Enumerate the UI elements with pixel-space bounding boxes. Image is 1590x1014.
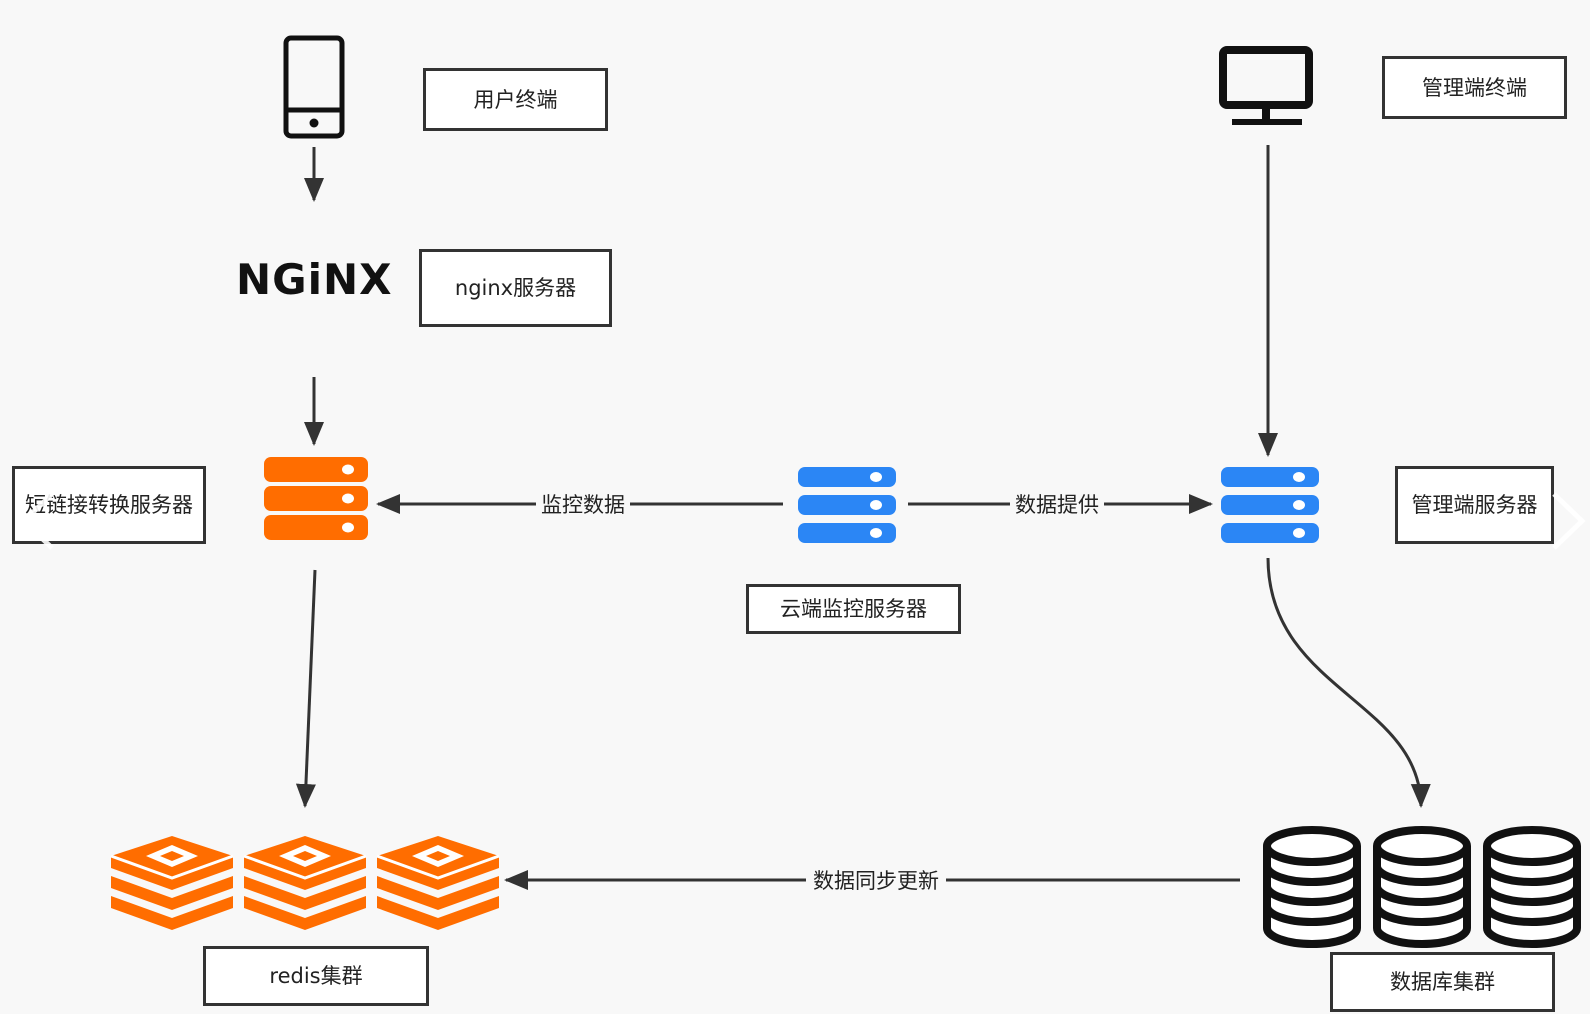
database-cluster-icon — [1263, 826, 1581, 948]
label-admin-terminal: 管理端终端 — [1382, 56, 1567, 119]
server-bar — [798, 523, 896, 543]
edge-label-data-sync: 数据同步更新 — [813, 869, 939, 893]
database-icon — [1263, 826, 1361, 948]
edge-label-data-supply: 数据提供 — [1015, 493, 1099, 517]
label-redis-cluster: redis集群 — [203, 946, 429, 1006]
database-icon — [1373, 826, 1471, 948]
nginx-logo: NGiNX — [236, 255, 393, 304]
admin-server-icon — [1221, 467, 1319, 543]
server-bar — [264, 486, 368, 511]
edge-short-link-to-redis — [295, 569, 317, 808]
server-bar — [1221, 523, 1319, 543]
redis-cluster-icon — [110, 836, 500, 930]
redis-icon — [376, 836, 500, 930]
short-link-server-icon — [264, 457, 368, 540]
redis-icon — [243, 836, 367, 930]
cloud-monitor-server-icon — [798, 467, 896, 543]
carousel-prev-icon[interactable] — [16, 486, 60, 556]
label-cloud-monitor-server: 云端监控服务器 — [746, 584, 961, 634]
mobile-phone-icon — [283, 35, 345, 139]
server-bar — [1221, 467, 1319, 487]
carousel-next-icon[interactable] — [1546, 486, 1590, 556]
redis-icon — [110, 836, 234, 930]
server-bar — [798, 467, 896, 487]
label-short-link-server: 短链接转换服务器 — [12, 466, 206, 544]
label-nginx-server: nginx服务器 — [419, 249, 612, 327]
label-db-cluster: 数据库集群 — [1330, 952, 1555, 1012]
database-icon — [1483, 826, 1581, 948]
edge-admin-server-to-db — [1266, 557, 1431, 808]
server-bar — [264, 457, 368, 482]
server-bar — [798, 495, 896, 515]
edge-label-monitor-data: 监控数据 — [541, 493, 625, 517]
monitor-icon — [1219, 46, 1313, 125]
server-bar — [264, 515, 368, 540]
server-bar — [1221, 495, 1319, 515]
label-admin-server: 管理端服务器 — [1395, 466, 1554, 544]
label-user-terminal: 用户终端 — [423, 68, 608, 131]
